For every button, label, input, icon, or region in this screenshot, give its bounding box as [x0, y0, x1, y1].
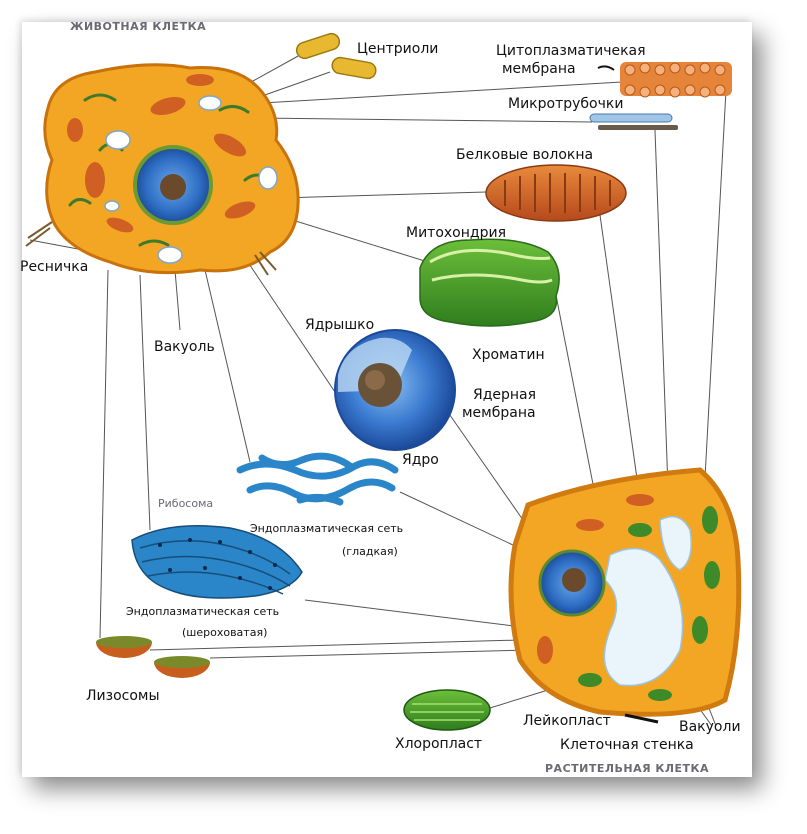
label-cilium: Ресничка — [20, 259, 89, 275]
membrane-illustration — [597, 62, 732, 98]
protein-fibers-illustration — [485, 164, 627, 222]
label-smooth-er-line2: (гладкая) — [342, 545, 398, 558]
label-cell-wall: Клеточная стенка — [560, 737, 694, 753]
label-nuclear-membrane-line1: Ядерная — [473, 387, 537, 403]
plant-cell-caption: РАСТИТЕЛЬНАЯ КЛЕТКА — [545, 762, 710, 775]
label-lysosomes: Лизосомы — [86, 688, 160, 704]
label-rough-er-line2: (шероховатая) — [182, 626, 268, 639]
label-leucoplast: Лейкопласт — [523, 713, 611, 729]
label-nucleolus: Ядрышко — [305, 317, 375, 333]
label-ribosome: Рибосома — [158, 497, 214, 510]
centrioles-illustration — [295, 32, 377, 80]
label-centrioles: Центриоли — [357, 41, 439, 57]
label-rough-er-line1: Эндоплазматическая сеть — [126, 605, 280, 618]
nucleus-illustration — [334, 329, 456, 451]
label-smooth-er-line1: Эндоплазматическая сеть — [250, 522, 404, 535]
label-membrane-line1: Цитоплазматичекая — [496, 43, 646, 59]
chloroplast-illustration — [403, 689, 491, 731]
label-vacuole: Вакуоль — [154, 339, 215, 355]
label-microtubules: Микротрубочки — [508, 96, 624, 112]
label-mitochondria: Митохондрия — [406, 225, 506, 241]
smooth-er-illustration — [236, 452, 399, 506]
label-nucleus: Ядро — [402, 452, 439, 468]
rough-er-illustration — [131, 524, 303, 599]
animal-cell-caption: ЖИВОТНАЯ КЛЕТКА — [70, 20, 207, 33]
label-chloroplast: Хлоропласт — [395, 736, 483, 752]
plant-cell — [508, 467, 742, 724]
microtubules-illustration — [589, 113, 678, 130]
label-membrane-line2: мембрана — [502, 61, 576, 77]
animal-cell — [25, 63, 300, 276]
label-nuclear-membrane-line2: мембрана — [462, 405, 536, 421]
mitochondrion-illustration — [419, 238, 560, 327]
label-protein-fibers: Белковые волокна — [456, 147, 594, 163]
lysosomes-illustration — [96, 636, 210, 678]
label-chromatin: Хроматин — [472, 347, 545, 363]
label-vacuoles: Вакуоли — [679, 719, 741, 735]
